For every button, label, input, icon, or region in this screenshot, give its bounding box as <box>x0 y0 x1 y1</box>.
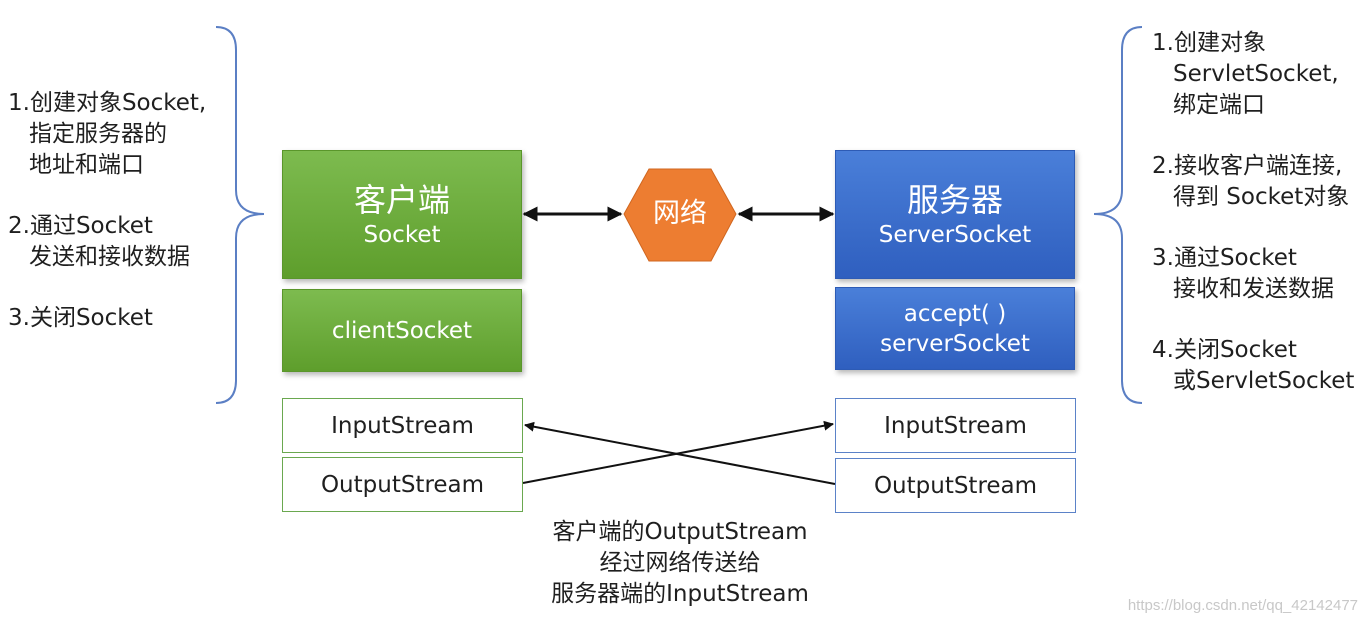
client-output-stream-box: OutputStream <box>282 457 523 512</box>
server-step-4: 4.关闭Socket 或ServletSocket <box>1152 335 1354 397</box>
server-step-1-line-3: 绑定端口 <box>1173 92 1265 118</box>
client-title: 客户端 <box>353 180 450 219</box>
server-step-1-line-1: 1.创建对象 <box>1152 30 1266 56</box>
client-input-stream-label: InputStream <box>331 412 474 439</box>
server-socket-box: accept( ) serverSocket <box>835 287 1075 370</box>
client-header-box: 客户端 Socket <box>282 150 522 279</box>
client-steps: 1.创建对象Socket, 指定服务器的 地址和端口 2.通过Socket 发送… <box>8 88 206 334</box>
stream-caption: 客户端的OutputStream 经过网络传送给 服务器端的InputStrea… <box>530 517 830 610</box>
client-subtitle: Socket <box>363 221 441 248</box>
server-step-2-line-1: 2.接收客户端连接, <box>1152 153 1343 179</box>
server-input-stream-label: InputStream <box>884 412 1027 439</box>
server-step-2: 2.接收客户端连接, 得到 Socket对象 <box>1152 151 1354 213</box>
right-brace <box>1093 26 1143 404</box>
client-step-1-line-3: 地址和端口 <box>29 152 144 178</box>
client-step-2: 2.通过Socket 发送和接收数据 <box>8 211 206 273</box>
server-subtitle: ServerSocket <box>878 221 1032 248</box>
client-step-3: 3.关闭Socket <box>8 303 206 334</box>
server-steps: 1.创建对象 ServletSocket, 绑定端口 2.接收客户端连接, 得到… <box>1152 28 1354 397</box>
server-step-3: 3.通过Socket 接收和发送数据 <box>1152 243 1354 305</box>
server-step-3-line-1: 3.通过Socket <box>1152 245 1297 271</box>
server-step-4-line-2: 或ServletSocket <box>1173 368 1355 394</box>
caption-line-2: 经过网络传送给 <box>599 550 761 576</box>
client-step-1: 1.创建对象Socket, 指定服务器的 地址和端口 <box>8 88 206 181</box>
server-step-2-line-2: 得到 Socket对象 <box>1173 184 1350 210</box>
client-socket-label: clientSocket <box>331 317 473 344</box>
server-output-to-client-input-arrow <box>524 421 836 485</box>
server-output-stream-label: OutputStream <box>873 472 1038 499</box>
caption-line-1: 客户端的OutputStream <box>552 519 808 545</box>
client-socket-box: clientSocket <box>282 289 522 372</box>
server-accept-label: accept( ) <box>903 300 1007 327</box>
server-step-4-line-1: 4.关闭Socket <box>1152 337 1297 363</box>
network-label: 网络 <box>653 198 707 229</box>
server-step-1: 1.创建对象 ServletSocket, 绑定端口 <box>1152 28 1354 121</box>
server-step-3-line-2: 接收和发送数据 <box>1173 276 1334 302</box>
client-output-to-server-input-arrow <box>522 420 834 484</box>
server-socket-label: serverSocket <box>880 330 1030 357</box>
caption-line-3: 服务器端的InputStream <box>551 581 809 607</box>
client-output-stream-label: OutputStream <box>320 471 485 498</box>
client-step-1-line-1: 1.创建对象Socket, <box>8 90 207 116</box>
client-step-3-line-1: 3.关闭Socket <box>8 305 153 331</box>
network-hexagon <box>623 168 737 262</box>
server-step-1-line-2: ServletSocket, <box>1173 61 1339 87</box>
client-step-1-line-2: 指定服务器的 <box>29 121 167 147</box>
server-input-stream-box: InputStream <box>835 398 1076 453</box>
server-title: 服务器 <box>906 180 1003 219</box>
watermark: https://blog.csdn.net/qq_42142477 <box>1127 597 1358 614</box>
left-brace <box>215 26 265 404</box>
client-step-2-line-2: 发送和接收数据 <box>29 244 190 270</box>
client-input-stream-box: InputStream <box>282 398 523 453</box>
server-header-box: 服务器 ServerSocket <box>835 150 1075 279</box>
client-step-2-line-1: 2.通过Socket <box>8 213 153 239</box>
server-output-stream-box: OutputStream <box>835 458 1076 513</box>
